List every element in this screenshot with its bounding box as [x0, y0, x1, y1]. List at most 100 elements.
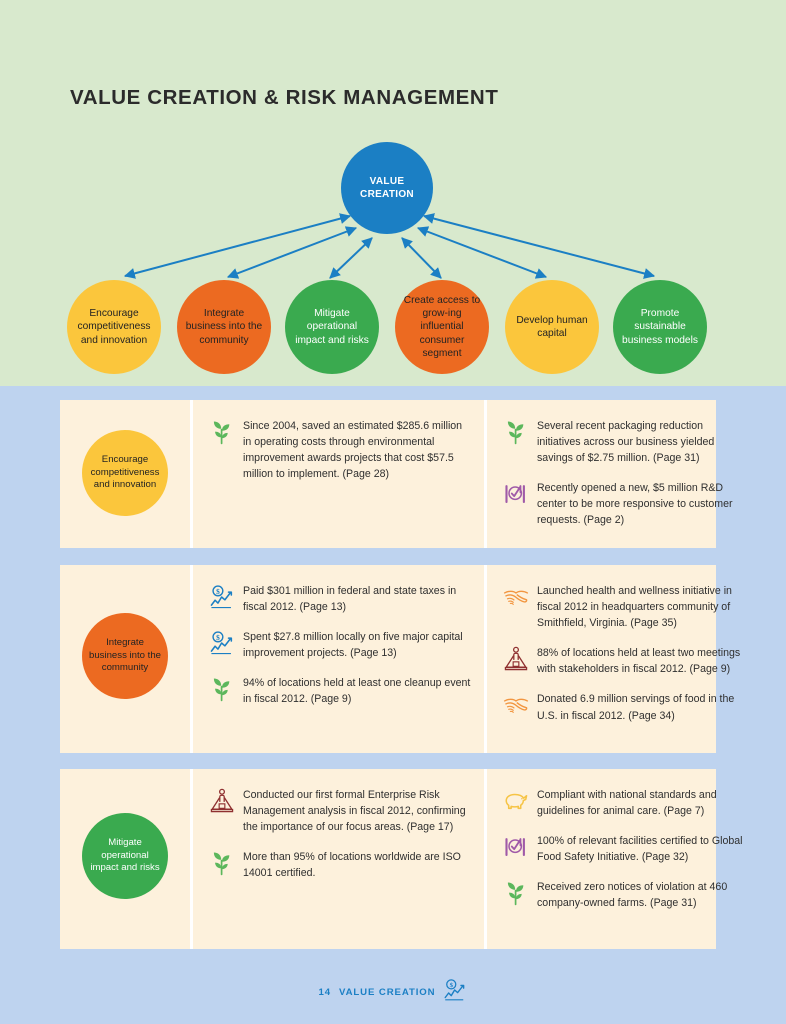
fact-item: Received zero notices of violation at 46… — [503, 879, 748, 911]
page-title: VALUE CREATION & RISK MANAGEMENT — [70, 86, 499, 109]
diagram-arrows — [123, 213, 656, 279]
economic-chart-icon: $ — [209, 583, 243, 615]
fact-text: More than 95% of locations worldwide are… — [243, 851, 461, 880]
sprout-icon — [507, 882, 524, 906]
fact-item: 94% of locations held at least one clean… — [209, 675, 472, 707]
handshake-icon — [503, 691, 537, 723]
hub-label: VALUE CREATION — [360, 175, 414, 202]
fact-item: Conducted our first formal Enterprise Ri… — [209, 787, 472, 835]
row-circle-1: Integrate business into the community — [82, 613, 168, 699]
diagram-node-5: Promote sustainable business models — [613, 280, 707, 374]
fact-text: Donated 6.9 million servings of food in … — [537, 693, 735, 722]
row-0-right-items: Several recent packaging reduction initi… — [487, 400, 762, 548]
food-safety-icon — [505, 838, 525, 857]
column-divider — [190, 565, 193, 753]
column-divider — [190, 769, 193, 949]
fact-item: 100% of relevant facilities certified to… — [503, 833, 748, 865]
value-creation-diagram: VALUE CREATION Encourage competitiveness … — [0, 0, 786, 386]
fact-item: $ Paid $301 million in federal and state… — [209, 583, 472, 615]
fact-text: Spent $27.8 million locally on five majo… — [243, 631, 463, 660]
row-circle-column: Mitigate operational impact and risks — [60, 769, 190, 949]
sprout-icon — [213, 678, 230, 702]
fact-item: Launched health and wellness initiative … — [503, 583, 748, 631]
hub-label-line2: CREATION — [360, 189, 414, 200]
row-circle-label: Encourage competitiveness and innovation — [90, 454, 160, 491]
fact-item: More than 95% of locations worldwide are… — [209, 849, 472, 881]
sprout-icon — [209, 418, 243, 482]
column-divider — [190, 400, 193, 548]
podium-speaker-icon — [209, 787, 243, 835]
economic-chart-icon: $ — [443, 978, 467, 1007]
svg-text:$: $ — [216, 633, 220, 642]
sprout-icon — [507, 421, 524, 445]
row-circle-column: Integrate business into the community — [60, 565, 190, 753]
row-1-left-items: $ Paid $301 million in federal and state… — [193, 565, 484, 753]
diagram-node-label: Develop human capital — [516, 314, 588, 339]
diagram-node-label: Encourage competitiveness and innovation — [77, 308, 151, 346]
footer-section-label: VALUE CREATION — [339, 987, 436, 998]
fact-text: Launched health and wellness initiative … — [537, 585, 732, 630]
content-row-0: Encourage competitiveness and innovation… — [60, 400, 733, 548]
footer-page-number: 14 — [318, 987, 331, 998]
fact-item: Since 2004, saved an estimated $285.6 mi… — [209, 418, 472, 482]
sprout-icon — [209, 675, 243, 707]
fact-text: Since 2004, saved an estimated $285.6 mi… — [243, 420, 463, 481]
fact-item: Donated 6.9 million servings of food in … — [503, 691, 748, 723]
handshake-icon — [503, 699, 529, 714]
column-divider — [484, 565, 487, 753]
row-circle-0: Encourage competitiveness and innovation — [82, 430, 168, 516]
fact-text: Received zero notices of violation at 46… — [537, 881, 728, 910]
row-circle-label: Integrate business into the community — [89, 637, 161, 674]
column-divider — [484, 769, 487, 949]
economic-chart-icon: $ — [210, 631, 233, 655]
hub-label-line1: VALUE — [369, 175, 405, 187]
fact-item: Compliant with national standards and gu… — [503, 787, 748, 819]
economic-chart-icon: $ — [209, 629, 243, 661]
food-safety-icon — [503, 833, 537, 865]
svg-text:$: $ — [216, 587, 220, 596]
diagram-node-label: Create access to grow-ing influential co… — [403, 295, 481, 359]
row-1-right-items: Launched health and wellness initiative … — [487, 565, 762, 753]
diagram-node-1: Integrate business into the community — [177, 280, 271, 374]
sprout-icon — [213, 421, 230, 445]
fact-text: Compliant with national standards and gu… — [537, 789, 717, 818]
fact-text: Conducted our first formal Enterprise Ri… — [243, 789, 466, 834]
fact-item: Several recent packaging reduction initi… — [503, 418, 748, 466]
fact-text: 94% of locations held at least one clean… — [243, 677, 471, 706]
diagram-node-4: Develop human capital — [505, 280, 599, 374]
sprout-icon — [209, 849, 243, 881]
fact-item: Recently opened a new, $5 million R&D ce… — [503, 480, 748, 528]
content-row-2: Mitigate operational impact and risks Co… — [60, 769, 743, 949]
diagram-node-label: Mitigate operational impact and risks — [295, 308, 369, 346]
row-circle-2: Mitigate operational impact and risks — [82, 813, 168, 899]
sprout-icon — [213, 852, 230, 876]
food-safety-icon — [505, 485, 525, 504]
fact-text: Recently opened a new, $5 million R&D ce… — [537, 482, 733, 527]
diagram-node-2: Mitigate operational impact and risks — [285, 280, 379, 374]
diagram-node-label: Integrate business into the community — [185, 308, 263, 346]
content-row-1: Integrate business into the community $ … — [60, 565, 740, 753]
sprout-icon — [503, 879, 537, 911]
handshake-icon — [503, 583, 537, 631]
fact-text: Several recent packaging reduction initi… — [537, 420, 715, 465]
hub-circle-value-creation: VALUE CREATION — [341, 142, 433, 234]
diagram-node-0: Encourage competitiveness and innovation — [67, 280, 161, 374]
podium-speaker-icon — [504, 647, 528, 671]
svg-text:$: $ — [450, 982, 454, 989]
food-safety-icon — [503, 480, 537, 528]
fact-text: 100% of relevant facilities certified to… — [537, 835, 743, 864]
diagram-node-3: Create access to grow-ing influential co… — [395, 280, 489, 374]
row-circle-column: Encourage competitiveness and innovation — [60, 400, 190, 548]
column-divider — [484, 400, 487, 548]
podium-speaker-icon — [210, 788, 234, 813]
economic-chart-icon: $ — [210, 585, 233, 609]
row-2-left-items: Conducted our first formal Enterprise Ri… — [193, 769, 484, 949]
handshake-icon — [503, 590, 529, 606]
fact-item: 88% of locations held at least two meeti… — [503, 645, 748, 677]
pig-icon — [503, 787, 537, 819]
fact-item: $ Spent $27.8 million locally on five ma… — [209, 629, 472, 661]
economic-chart-icon: $ — [445, 979, 465, 1001]
fact-text: 88% of locations held at least two meeti… — [537, 647, 741, 676]
page-footer: 14 VALUE CREATION $ — [0, 978, 786, 1007]
